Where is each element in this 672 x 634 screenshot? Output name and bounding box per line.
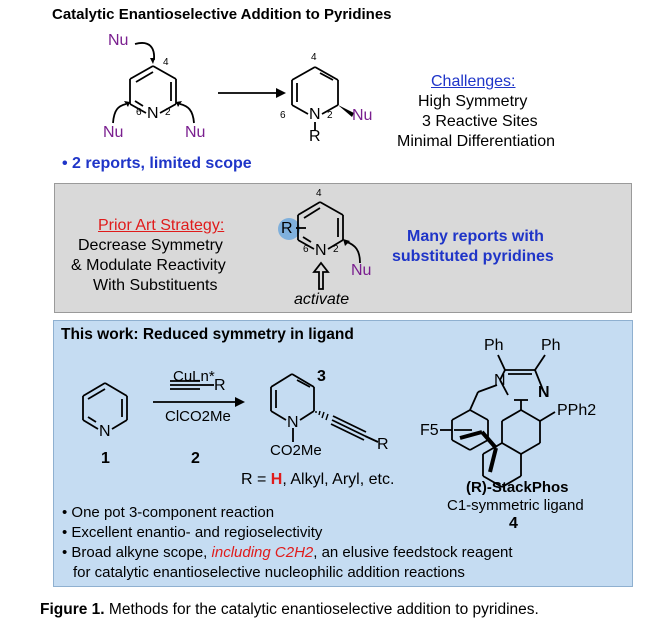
reports-note: • 2 reports, limited scope [62,155,252,172]
bullet3-post: , an elusive feedstock reagent [313,544,513,561]
compound-1-label: 1 [101,450,110,467]
r-defs-prefix: R = [241,471,271,488]
this-work-title: This work: Reduced symmetry in ligand [61,326,354,343]
prior-position-4: 4 [316,188,322,199]
ligand-f5: F5 [420,422,439,439]
bullet-item: • Excellent enantio- and regioselectivit… [62,524,323,541]
nu-label-2: Nu [185,124,206,141]
position-6-label: 6 [136,107,142,118]
product-nu: Nu [352,107,373,124]
bullet-item: • One pot 3-component reaction [62,504,275,521]
position-4-label: 4 [163,57,169,68]
bullet-item-continuation: for catalytic enantioselective nucleophi… [73,564,465,581]
ligand-ph-1: Ph [484,337,504,354]
ligand-name: (R)-StackPhos [466,479,569,496]
prior-position-2: 2 [333,244,339,255]
product-position-6: 6 [280,110,286,121]
reagent-chloroformate: ClCO2Me [165,408,231,425]
r-definitions: R = H, Alkyl, Aryl, etc. [241,472,394,488]
compound-2-label: 2 [191,450,200,467]
product3-n-atom: N [287,414,299,431]
product3-r-group: R [377,436,389,453]
compound1-n-atom: N [99,423,111,440]
ligand-number: 4 [509,515,518,532]
nu-label-6: Nu [103,124,124,141]
product-n-atom: N [309,106,321,123]
r-defs-rest: , Alkyl, Aryl, etc. [282,471,395,488]
nu-label-4: Nu [108,32,129,49]
product3-co2me: CO2Me [270,442,322,459]
compound-3-label: 3 [317,368,326,385]
reagent-cu-catalyst: CuLn* [173,368,215,385]
activate-label: activate [294,291,350,308]
challenge-item: Minimal Differentiation [397,133,555,150]
prior-art-panel [54,183,632,313]
ligand-pph2: PPh2 [557,402,597,419]
many-reports-line: substituted pyridines [392,248,554,265]
prior-art-line: With Substituents [93,277,218,294]
section-title: Catalytic Enantioselective Addition to P… [52,6,392,23]
ligand-n-2: N [538,384,550,401]
bullet3-pre: • Broad alkyne scope, [62,544,212,561]
figure-label: Figure 1. [40,601,105,618]
r-defs-h: H [270,471,283,488]
position-2-label: 2 [165,107,171,118]
product-position-2: 2 [327,110,333,121]
product-r-group: R [309,128,321,145]
this-work-panel [53,320,633,587]
challenges-title: Challenges: [431,73,516,90]
prior-art-title: Prior Art Strategy: [98,217,225,234]
ligand-n-1: N [494,372,506,389]
prior-art-line: & Modulate Reactivity [71,257,226,274]
prior-n-atom: N [315,242,327,259]
reagent-alkyne-r: R [214,377,226,394]
bullet3-emphasis: including C2H2 [211,544,314,561]
many-reports-line: Many reports with [407,228,544,245]
product-position-4: 4 [311,52,317,63]
ligand-description: C1-symmetric ligand [447,497,584,514]
bullet-item-alkyne: • Broad alkyne scope, including C2H2, an… [62,545,513,560]
prior-art-line: Decrease Symmetry [78,237,223,254]
figure-caption-text: Methods for the catalytic enantioselecti… [104,601,539,618]
figure-caption: Figure 1. Methods for the catalytic enan… [40,602,539,618]
pyridine-n-atom: N [147,105,159,122]
challenge-item: 3 Reactive Sites [422,113,538,130]
prior-position-6: 6 [303,244,309,255]
challenge-item: High Symmetry [418,93,528,110]
r-substituent: R [281,220,293,237]
ligand-ph-2: Ph [541,337,561,354]
prior-nu: Nu [351,262,372,279]
